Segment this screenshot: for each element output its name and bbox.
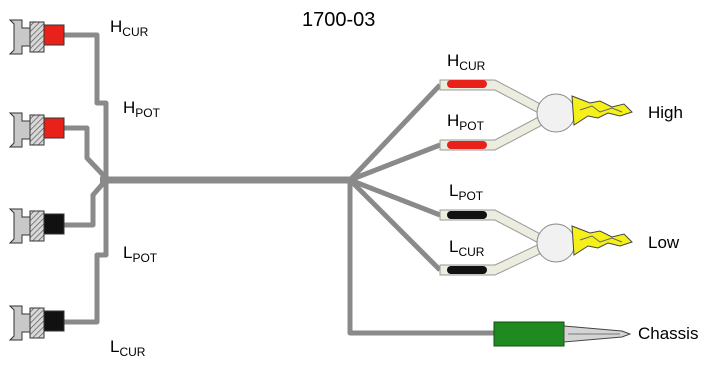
clip-hub-low: [536, 223, 576, 263]
clip-sleeve-hpot: [447, 141, 487, 149]
wire-lpot: [64, 178, 108, 228]
output-label-high: High: [648, 103, 683, 122]
clip-hub-high: [536, 93, 576, 133]
wire-hpot: [64, 125, 108, 180]
alligator-clip-low: [571, 225, 633, 256]
chassis-probe[interactable]: [493, 321, 632, 347]
fanout-wires: [347, 83, 497, 336]
clip-label-hcur: HCUR: [447, 51, 486, 73]
output-label-chassis: Chassis: [638, 324, 699, 343]
plug-hpot[interactable]: [8, 112, 65, 148]
output-label-low: Low: [648, 233, 680, 252]
clip-label-lcur: LCUR: [449, 237, 485, 259]
plug-label-hpot: HPOT: [123, 98, 160, 120]
wire-lcur: [64, 182, 109, 325]
wire-chassis: [347, 180, 497, 336]
clip-sleeve-lpot: [447, 211, 487, 219]
plug-label-hcur: HCUR: [110, 17, 149, 39]
plug-lcur[interactable]: [8, 305, 65, 341]
clip-label-lpot: LPOT: [449, 181, 484, 203]
alligator-clip-high: [571, 95, 633, 126]
wire-hcur: [64, 32, 109, 178]
high-clip-assembly[interactable]: [439, 79, 633, 151]
low-clip-assembly[interactable]: [439, 209, 633, 276]
clip-sleeve-hcur: [447, 80, 487, 88]
plug-wires: [64, 32, 109, 325]
diagram-title: 1700-03: [302, 9, 376, 31]
plug-hcur[interactable]: [8, 19, 65, 55]
clip-label-hpot: HPOT: [447, 111, 484, 133]
plug-label-lcur: LCUR: [110, 337, 146, 359]
clip-sleeve-lcur: [447, 266, 487, 274]
chassis-probe-handle: [493, 321, 565, 347]
plug-label-lpot: LPOT: [123, 243, 158, 265]
plug-lpot[interactable]: [8, 208, 65, 244]
